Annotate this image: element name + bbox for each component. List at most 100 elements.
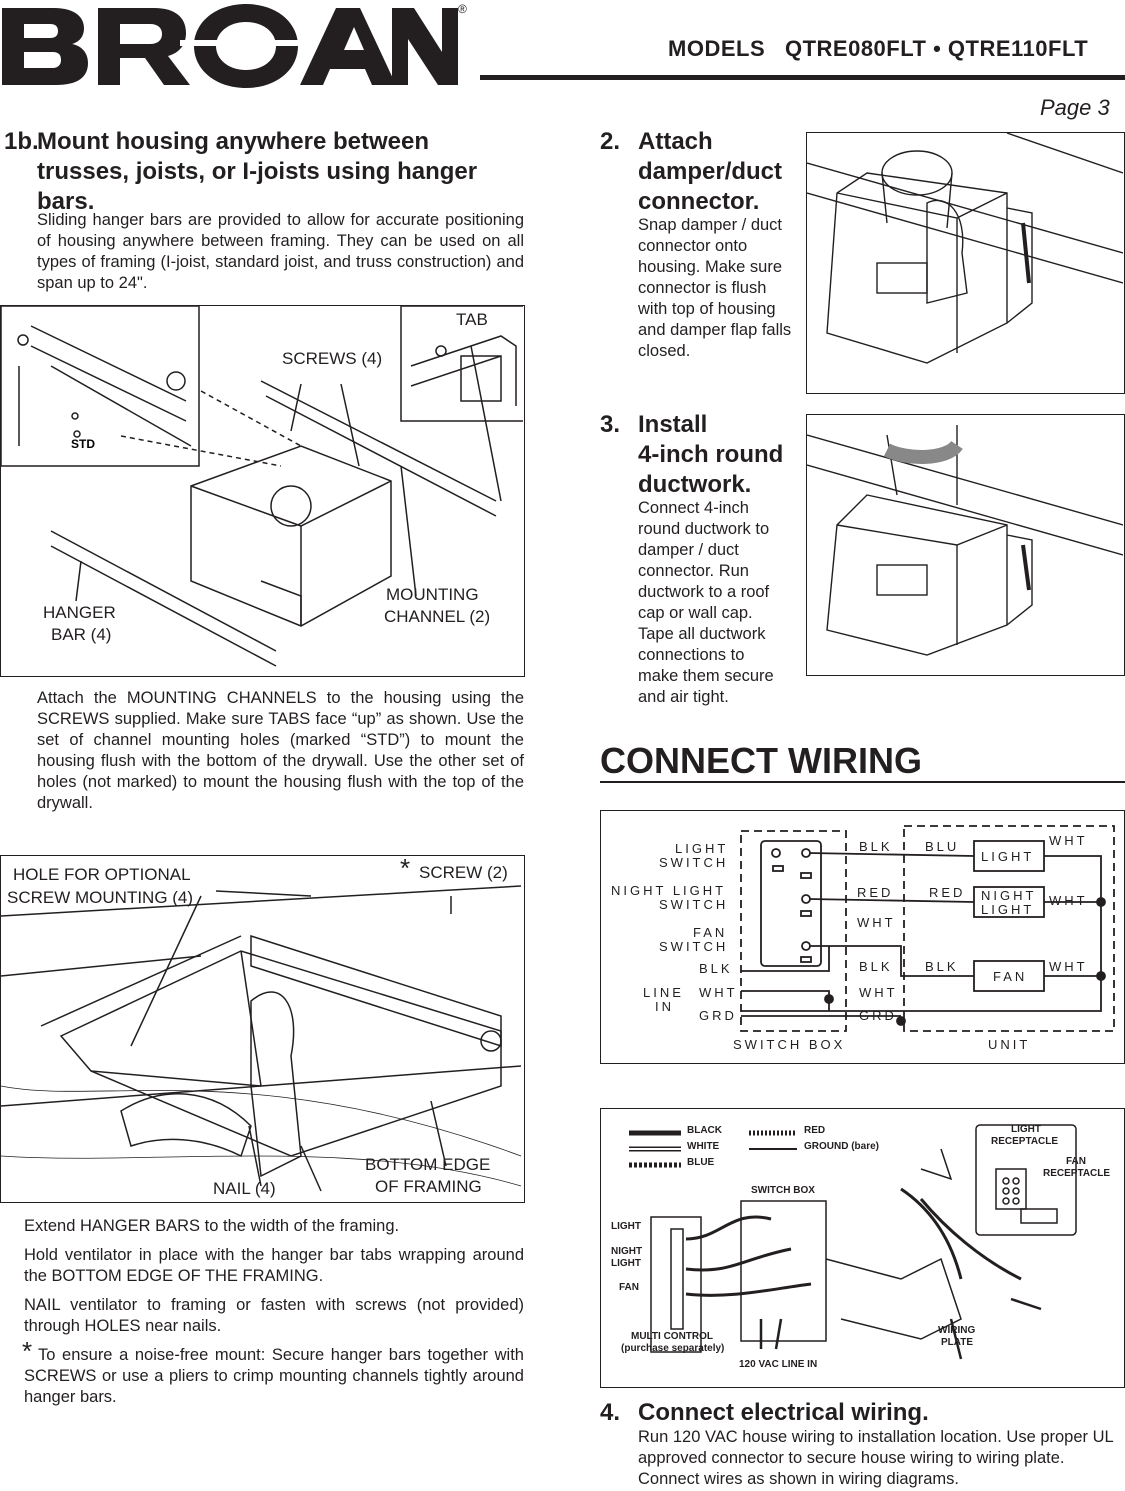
fan-switch-label-1: FAN: [693, 925, 728, 940]
night-wht-label: WHT: [1049, 893, 1088, 908]
light-receptacle-label-2: RECEPTACLE: [991, 1136, 1059, 1147]
fan-switch-label-2: SWITCH: [659, 939, 729, 954]
step-4-number: 4.: [600, 1399, 621, 1426]
light-receptacle-label-1: LIGHT: [1011, 1124, 1041, 1135]
step-2-number: 2.: [600, 128, 621, 155]
fan-control-label: FAN: [619, 1282, 639, 1293]
legend-ground: GROUND (bare): [804, 1141, 880, 1152]
light-wht-label: WHT: [1049, 833, 1088, 848]
registered-mark: ®: [458, 2, 467, 16]
connect-wiring-heading: CONNECT WIRING: [600, 740, 922, 781]
legend-white: WHITE: [687, 1141, 720, 1152]
step-3-title-1: Install: [638, 411, 708, 438]
hanger-bar-label-2: BAR (4): [51, 625, 112, 644]
light-switch-label-1: LIGHT: [675, 841, 729, 856]
mounting-channel-label-1: MOUNTING: [386, 585, 479, 604]
asterisk-note-mark: *: [22, 1336, 33, 1366]
light-box-label: LIGHT: [981, 849, 1035, 864]
line-wht-label: WHT: [699, 985, 738, 1000]
night-light-box-label-1: NIGHT: [981, 888, 1037, 903]
framing-mount-figure: HOLE FOR OPTIONAL SCREW MOUNTING (4) * S…: [0, 855, 525, 1203]
line-in-label-2: IN: [655, 999, 674, 1014]
unit-label: UNIT: [988, 1037, 1031, 1052]
step-3-number: 3.: [600, 411, 621, 438]
screws-label: SCREWS (4): [282, 349, 383, 368]
unit-blk-label: BLK: [925, 959, 959, 974]
unit-red-label: RED: [929, 885, 966, 900]
night-switch-label-2: SWITCH: [659, 897, 729, 912]
hole-label-2: SCREW MOUNTING (4): [7, 888, 194, 907]
step-2-body: Snap damper / duct connector onto housin…: [638, 216, 792, 360]
tab-label: TAB: [456, 310, 488, 329]
step-3-body: Connect 4-inch round ductwork to damper …: [638, 499, 774, 706]
unit-blu-label: BLU: [925, 839, 960, 854]
wiring-plate-label-2: PLATE: [941, 1337, 974, 1348]
line-in-label-1: LINE: [643, 985, 684, 1000]
night-light-control-label-1: NIGHT: [611, 1246, 643, 1257]
ductwork-figure: [806, 414, 1125, 676]
models-label: MODELS: [668, 36, 766, 61]
step-1b-intro: Sliding hanger bars are provided to allo…: [37, 211, 524, 292]
damper-figure: [806, 132, 1125, 394]
hanger-bar-figure: STD SCREWS (4) TAB MOUNTING CHANNEL (2) …: [0, 305, 525, 677]
switch-box-label: SWITCH BOX: [733, 1037, 846, 1052]
connect-wiring-rule: [600, 781, 1125, 783]
fan-blk-label: BLK: [859, 959, 893, 974]
switch-blk-label: BLK: [859, 839, 893, 854]
hole-label-1: HOLE FOR OPTIONAL: [13, 865, 191, 884]
step-2-title-3: connector.: [638, 188, 760, 215]
fan-box-label: FAN: [993, 969, 1028, 984]
multi-control-label-2: (purchase separately): [621, 1343, 725, 1354]
schematic-wiring-diagram: LIGHT SWITCH NIGHT LIGHT SWITCH FAN SWIT…: [600, 810, 1125, 1064]
switch-box-label-2: SWITCH BOX: [751, 1185, 815, 1196]
step-3-title-3: ductwork.: [638, 471, 752, 498]
step-4-title: Connect electrical wiring.: [638, 1399, 929, 1426]
page-number: Page 3: [1040, 95, 1110, 120]
night-light-box-label-2: LIGHT: [981, 902, 1035, 917]
lower-wht-label: WHT: [859, 985, 898, 1000]
bottom-edge-label-1: BOTTOM EDGE: [365, 1155, 491, 1174]
framing-mount-illustration: [1, 885, 522, 1192]
bottom-edge-label-2: OF FRAMING: [375, 1177, 482, 1196]
step-1b-number: 1b.: [4, 128, 39, 155]
legend-black: BLACK: [687, 1125, 722, 1136]
light-control-label: LIGHT: [611, 1221, 641, 1232]
damper-illustration: [806, 132, 1124, 364]
line-blk-label: BLK: [699, 961, 733, 976]
hanger-bar-label-1: HANGER: [43, 603, 116, 622]
fan-receptacle-label-2: RECEPTACLE: [1043, 1168, 1111, 1179]
broan-logo: [2, 4, 458, 88]
hanger-bar-illustration: STD: [1, 306, 523, 667]
step-3-title-2: 4-inch round: [638, 441, 784, 468]
step-2-title-2: damper/duct: [638, 158, 783, 185]
fan-receptacle-label-1: FAN: [1066, 1156, 1086, 1167]
light-switch-label-2: SWITCH: [659, 855, 729, 870]
step-1b-para-3: Hold ventilator in place with the hanger…: [24, 1246, 524, 1285]
models-heading: MODELS QTRE080FLT • QTRE110FLT: [668, 36, 1088, 62]
step-1b-para-1: Attach the MOUNTING CHANNELS to the hous…: [37, 689, 524, 812]
legend-blue: BLUE: [687, 1157, 715, 1168]
mounting-channel-label-2: CHANNEL (2): [384, 607, 491, 626]
pictorial-wiring-svg: [629, 1124, 1077, 1360]
schematic-wiring-svg: [740, 825, 1115, 1032]
nail-label: NAIL (4): [213, 1179, 276, 1198]
lower-grd-label: GRD: [859, 1008, 897, 1023]
header-rule: [480, 75, 1125, 80]
std-label: STD: [71, 437, 95, 451]
step-1b-para-4: NAIL ventilator to framing or fasten wit…: [24, 1296, 524, 1335]
ductwork-illustration: [806, 425, 1124, 656]
step-1b-title: Mount housing anywhere between trusses, …: [37, 128, 478, 215]
night-light-control-label-2: LIGHT: [611, 1258, 641, 1269]
wiring-plate-label-1: WIRING: [938, 1325, 976, 1336]
legend-red: RED: [804, 1125, 826, 1136]
screw-label: SCREW (2): [419, 863, 508, 882]
fan-wht-label: WHT: [1049, 959, 1088, 974]
switch-wht-label: WHT: [857, 915, 896, 930]
step-4-body: Run 120 VAC house wiring to installation…: [638, 1428, 1114, 1488]
line-in-label: 120 VAC LINE IN: [739, 1359, 818, 1370]
step-1b-para-2: Extend HANGER BARS to the width of the f…: [24, 1217, 400, 1235]
pictorial-wiring-diagram: BLACK WHITE BLUE RED GROUND (bare) SWITC…: [600, 1108, 1125, 1388]
models-list: QTRE080FLT • QTRE110FLT: [784, 36, 1089, 61]
step-1b-para-5: To ensure a noise-free mount: Secure han…: [24, 1346, 524, 1406]
multi-control-label-1: MULTI CONTROL: [631, 1331, 714, 1342]
